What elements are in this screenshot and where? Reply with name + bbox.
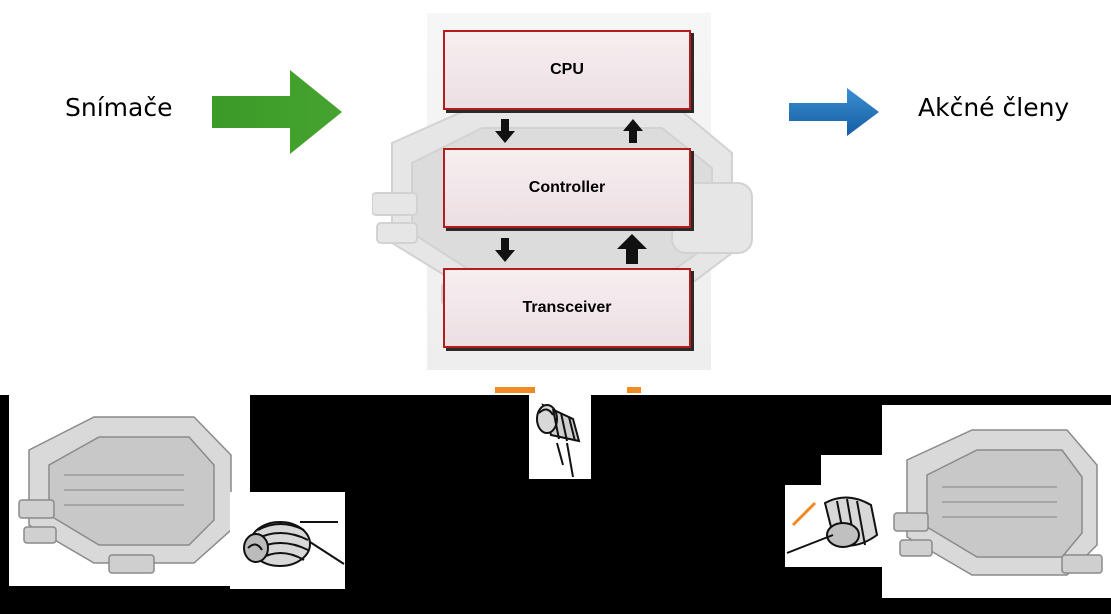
cpu-block: CPU xyxy=(443,30,691,110)
ecu-module-icon xyxy=(18,416,232,574)
up-arrow-icon xyxy=(623,119,643,143)
ecu-module-icon xyxy=(893,429,1103,576)
down-arrow-icon xyxy=(495,119,515,143)
sensors-label: Snímače xyxy=(65,93,173,122)
actuators-label: Akčné členy xyxy=(918,93,1070,122)
ecu-photo-left xyxy=(9,395,250,586)
block-stack-panel: CPU Controller Transceiver xyxy=(372,13,753,370)
down-arrow-icon xyxy=(495,238,515,262)
coil-icon xyxy=(536,403,581,478)
up-arrow-icon xyxy=(617,234,647,264)
output-arrow-icon xyxy=(789,88,879,136)
input-arrow-icon xyxy=(212,70,342,154)
coil-icon xyxy=(243,521,345,567)
bottom-strip xyxy=(0,387,1111,614)
transceiver-block: Transceiver xyxy=(443,268,691,348)
coil-image-left xyxy=(230,492,345,589)
coil-image-middle xyxy=(529,395,591,479)
orange-fragment xyxy=(495,387,535,393)
coil-icon xyxy=(786,496,879,554)
orange-fragment xyxy=(627,387,641,393)
ecu-photo-right xyxy=(882,405,1111,598)
controller-block: Controller xyxy=(443,148,691,228)
coil-image-right xyxy=(785,455,897,567)
